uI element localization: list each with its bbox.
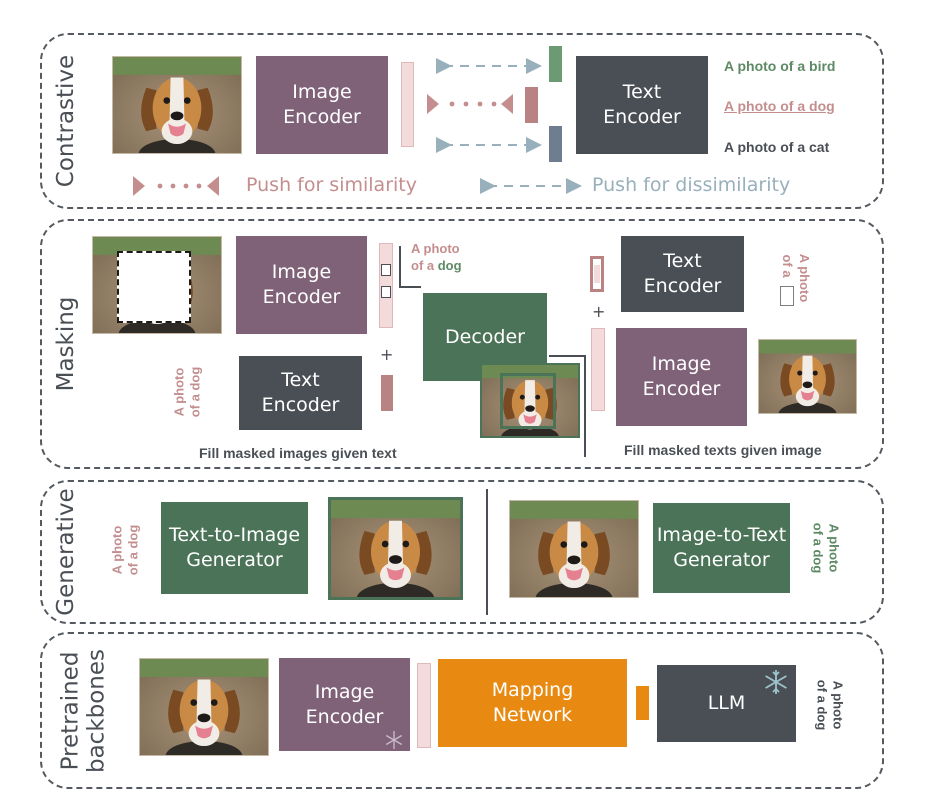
- bird-text-embedding-token: [549, 46, 562, 82]
- generative-panel: [40, 480, 884, 624]
- section-label-pretrained-line2: backbones: [84, 648, 110, 774]
- section-label-masking: Masking: [52, 296, 79, 392]
- masking-panel: [40, 219, 884, 469]
- masked-text-vertical-line2: of a: [779, 254, 795, 278]
- section-label-pretrained: Pretrained backbones: [58, 649, 111, 773]
- masked-caption-word: dog: [437, 257, 462, 273]
- fill-masked-images-caption: Fill masked images given text: [199, 445, 397, 461]
- masked-caption-line2: of a: [411, 257, 438, 273]
- dog-text-embedding-token: [525, 87, 538, 123]
- mapping-network-block: Mapping Network: [438, 659, 627, 747]
- fill-masked-texts-caption: Fill masked texts given image: [624, 442, 822, 458]
- dog-photo: [139, 658, 269, 756]
- masked-dog-photo: [92, 236, 222, 334]
- pretrained-panel: [40, 632, 884, 789]
- text-embedding-token: [381, 375, 393, 411]
- section-label-contrastive: Contrastive: [52, 54, 79, 188]
- masked-caption: A photo of a dog: [411, 241, 462, 275]
- masked-caption-line1: A photo: [411, 241, 460, 256]
- caption-bird: A photo of a bird: [724, 58, 836, 74]
- text-encoder-block: Text Encoder: [576, 56, 708, 154]
- masked-token-slot: [381, 264, 391, 276]
- cat-text-embedding-token: [549, 126, 562, 162]
- push-similarity-label: Push for similarity: [246, 174, 417, 196]
- caption-cat: A photo of a cat: [724, 139, 830, 155]
- generative-input-text: A photo of a dog: [109, 524, 140, 576]
- frozen-snowflake-icon: [765, 670, 787, 694]
- connector-line: [399, 246, 401, 286]
- plus-sign: +: [592, 302, 606, 321]
- generated-dog-photo: [328, 497, 463, 600]
- image-embedding-token: [379, 243, 393, 328]
- section-label-pretrained-line1: Pretrained: [57, 651, 84, 771]
- connector-line: [399, 286, 421, 288]
- generative-divider: [486, 489, 488, 615]
- dog-photo: [758, 339, 857, 414]
- masked-token-slot: [594, 265, 600, 283]
- llm-block: LLM: [657, 665, 796, 742]
- masked-word-slot: [780, 286, 794, 306]
- image-embedding-token: [401, 62, 414, 147]
- masking-left-text: A photo of a dog: [171, 366, 202, 418]
- caption-dog: A photo of a dog: [724, 98, 835, 114]
- image-encoder-block: Image Encoder: [616, 328, 747, 426]
- connector-line: [549, 355, 585, 357]
- llm-output-text: A photo of a dog: [815, 679, 846, 731]
- text-to-image-generator-block: Text-to-Image Generator: [161, 502, 308, 594]
- masked-token-slot: [381, 286, 391, 298]
- masked-text-vertical: A photo of a: [770, 248, 814, 312]
- section-label-generative: Generative: [52, 488, 79, 616]
- image-embedding-token: [417, 663, 431, 748]
- connector-line: [584, 355, 586, 457]
- text-encoder-block: Text Encoder: [621, 236, 744, 312]
- dog-photo: [112, 56, 242, 154]
- reconstructed-patch: [500, 373, 556, 429]
- mapped-embedding-token: [636, 686, 649, 720]
- frozen-snowflake-icon: [385, 731, 403, 749]
- image-to-text-generator-block: Image-to-Text Generator: [653, 503, 790, 593]
- masked-text-vertical-line1: A photo: [796, 253, 812, 303]
- image-encoder-block: Image Encoder: [256, 56, 388, 154]
- text-embedding-token: [590, 256, 604, 292]
- dog-photo: [509, 500, 639, 598]
- reconstructed-dog-photo: [480, 363, 580, 438]
- generative-output-text: A photo of a dog: [811, 522, 842, 574]
- plus-sign: +: [380, 345, 394, 364]
- image-embedding-token: [591, 328, 605, 411]
- push-dissimilarity-label: Push for dissimilarity: [592, 174, 791, 196]
- mask-patch: [117, 251, 191, 323]
- contrastive-panel: [40, 33, 884, 209]
- text-encoder-block: Text Encoder: [239, 356, 362, 430]
- image-encoder-block: Image Encoder: [279, 658, 410, 751]
- image-encoder-block: Image Encoder: [236, 236, 367, 334]
